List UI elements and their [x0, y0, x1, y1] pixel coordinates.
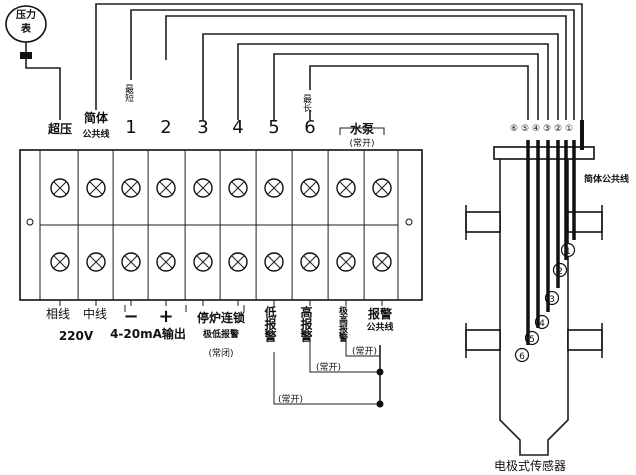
label-voltage: 220V [59, 329, 94, 343]
terminal-screw-icon [300, 252, 320, 272]
label-num2: 2 [160, 117, 171, 138]
bottom-labels: 相线 中线 220V − + 4-20mA输出 停炉连锁 极低报警 (常闭) 低… [46, 305, 394, 405]
sensor-top-number: ③ [543, 124, 551, 134]
label-num4: 4 [232, 117, 243, 138]
terminal-screw-icon [336, 178, 356, 198]
terminal-screw-icon [156, 252, 176, 272]
electrode-number: 1 [565, 247, 571, 257]
terminal-block [19, 149, 423, 306]
terminal-screw-icon [372, 252, 392, 272]
electrode-number: 5 [529, 335, 535, 345]
terminal-screw-icon [300, 178, 320, 198]
label-normally-closed: (常闭) [208, 347, 233, 359]
label-neutral: 中线 [83, 306, 107, 321]
terminal-screw-icon [86, 178, 106, 198]
label-furnace-lock: 停炉连锁 [197, 310, 245, 325]
terminal-screw-icon [228, 178, 248, 198]
label-no-3: (常开) [278, 393, 303, 405]
terminal-screw-icon [121, 178, 141, 198]
sensor-top-number: ① [565, 124, 573, 134]
label-alarm-common: 公共线 [366, 321, 393, 333]
gauge-label-1: 压力 [16, 8, 36, 21]
label-phase: 相线 [46, 307, 70, 321]
label-shell: 简体 [84, 110, 109, 125]
label-longest: 最长 [301, 94, 312, 113]
label-over-pressure: 超压 [47, 121, 72, 136]
electrode-number: 3 [549, 295, 555, 305]
sensor-top-number: ⑥ [510, 124, 518, 134]
label-pump-mode: (常开) [349, 137, 374, 149]
label-shell-common: 公共线 [82, 128, 109, 140]
label-shortest: 最短 [123, 84, 134, 102]
label-no-1: (常开) [352, 345, 377, 357]
electrode-number-circle [514, 347, 530, 363]
sensor-top-number: ④ [532, 124, 540, 134]
label-low-alarm: 低报警 [263, 305, 277, 343]
terminal-screw-icon [264, 178, 284, 198]
terminal-screw-icon [193, 178, 213, 198]
wires [25, 3, 583, 150]
terminal-screw-icon [264, 252, 284, 272]
sensor-top-number: ⑤ [521, 124, 529, 134]
terminal-screw-icon [156, 178, 176, 198]
label-num5: 5 [268, 117, 279, 138]
label-current-out: 4-20mA输出 [110, 326, 186, 341]
label-num6: 6 [304, 117, 315, 138]
label-alarm: 报警 [368, 306, 392, 321]
bottom-wires [124, 305, 384, 408]
label-no-2: (常开) [316, 361, 341, 373]
terminal-screw-icon [86, 252, 106, 272]
terminal-screw-icon [50, 178, 70, 198]
label-high-alarm: 高报警 [299, 305, 313, 343]
label-extreme-low: 极低报警 [203, 328, 239, 340]
label-pump: 水泵 [350, 121, 374, 136]
electrode-number: 4 [539, 319, 545, 329]
sensor-shell-label: 简体公共线 [584, 173, 629, 185]
sensor-top-number: ② [554, 124, 562, 134]
terminal-screw-icon [372, 178, 392, 198]
pressure-gauge: 压力 表 [5, 5, 47, 59]
gauge-label-2: 表 [20, 22, 32, 35]
terminal-screw-icon [121, 252, 141, 272]
label-num1: 1 [125, 117, 136, 138]
top-labels: 超压 简体 公共线 1 最短 2 3 4 5 6 最长 水泵 (常开) [47, 84, 375, 149]
label-minus: − [123, 306, 138, 327]
terminal-screw-icon [336, 252, 356, 272]
electrode-number: 6 [519, 352, 525, 362]
terminal-screw-icon [50, 252, 70, 272]
terminal-screw-icon [193, 252, 213, 272]
terminal-screw-icon [228, 252, 248, 272]
label-extreme-high: 极高报警 [337, 305, 348, 343]
electrode-number: 2 [557, 267, 563, 277]
label-plus: + [158, 306, 173, 327]
sensor-title: 电极式传感器 [494, 458, 566, 473]
label-num3: 3 [197, 117, 208, 138]
